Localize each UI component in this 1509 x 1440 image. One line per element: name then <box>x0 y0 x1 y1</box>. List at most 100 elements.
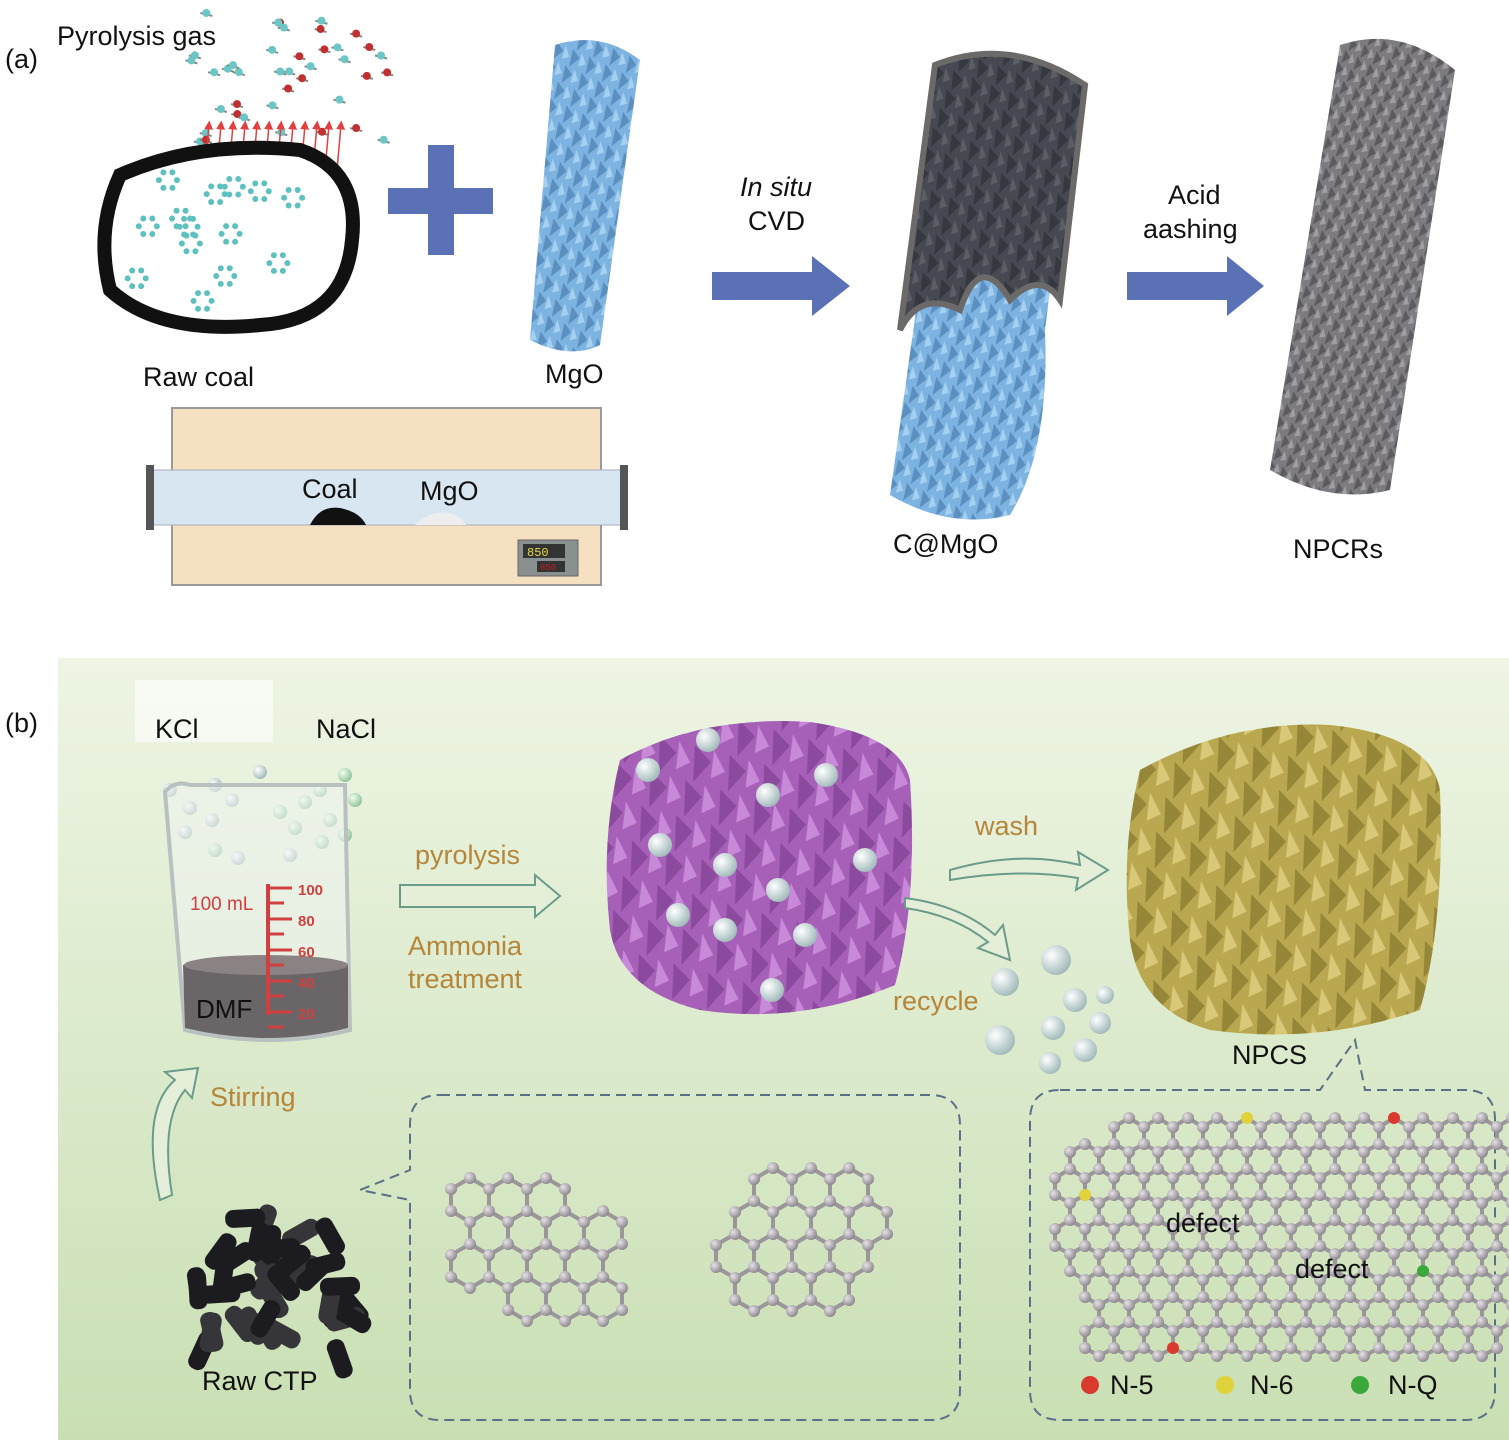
coal-atom <box>181 231 188 238</box>
legend-nq: N-Q <box>1388 1370 1438 1400</box>
atom <box>1093 1299 1105 1311</box>
atom <box>748 1261 760 1273</box>
atom <box>1447 1316 1459 1328</box>
furnace-mgo-label: MgO <box>420 476 479 506</box>
raw-coal-label: Raw coal <box>143 362 254 392</box>
atom <box>881 1206 893 1218</box>
coal-atom <box>217 265 224 272</box>
atom <box>1226 1291 1238 1303</box>
atom <box>1314 1172 1326 1184</box>
atom <box>1300 1146 1312 1158</box>
mgo-rod <box>530 40 640 352</box>
atom <box>1226 1172 1238 1184</box>
atom <box>559 1315 571 1327</box>
atom <box>1417 1163 1429 1175</box>
atom <box>1255 1325 1267 1337</box>
atom <box>1152 1265 1164 1277</box>
atom <box>1197 1240 1209 1252</box>
atom <box>1462 1172 1474 1184</box>
atom <box>805 1206 817 1218</box>
atom <box>1417 1248 1429 1260</box>
atom <box>1285 1172 1297 1184</box>
atom <box>1373 1274 1385 1286</box>
atom <box>445 1271 457 1283</box>
atom <box>1300 1299 1312 1311</box>
atom <box>1314 1291 1326 1303</box>
coal-atom <box>235 175 242 182</box>
atom <box>1476 1350 1488 1362</box>
coal-atom <box>169 215 176 222</box>
atom <box>464 1282 476 1294</box>
atom <box>1079 1138 1091 1150</box>
atom <box>1182 1197 1194 1209</box>
atom <box>521 1271 533 1283</box>
atom <box>1417 1214 1429 1226</box>
purple-carbon-cube <box>606 721 913 1015</box>
display-actual-value: 850 <box>540 563 556 573</box>
atom <box>710 1261 722 1273</box>
salt-template-sphere <box>666 903 690 927</box>
atom <box>710 1239 722 1251</box>
panel-a: (a) Pyrolysis gas Raw coal MgO Coal MgO <box>5 8 1455 586</box>
coal-atom <box>160 184 167 191</box>
coal-atom <box>192 248 199 255</box>
atom <box>1373 1223 1385 1235</box>
acid-ashing-arrow <box>1127 256 1264 316</box>
coal-atom <box>252 196 259 203</box>
atom <box>1108 1342 1120 1354</box>
atom <box>1506 1248 1509 1260</box>
coal-atom <box>239 183 246 190</box>
atom <box>1123 1299 1135 1311</box>
atom <box>502 1216 514 1228</box>
atom <box>1108 1325 1120 1337</box>
panel-b-label: (b) <box>5 708 38 738</box>
atom <box>1211 1248 1223 1260</box>
atom <box>1211 1316 1223 1328</box>
atom <box>843 1294 855 1306</box>
atom <box>1388 1163 1400 1175</box>
atom <box>597 1249 609 1261</box>
atom <box>1417 1299 1429 1311</box>
coal-atom <box>138 283 145 290</box>
atom <box>578 1304 590 1316</box>
atom <box>1476 1265 1488 1277</box>
atom <box>1462 1240 1474 1252</box>
salt-template-sphere <box>793 923 817 947</box>
atom <box>1403 1325 1415 1337</box>
atom <box>1167 1291 1179 1303</box>
atom <box>1167 1240 1179 1252</box>
atom <box>1167 1121 1179 1133</box>
atom <box>1462 1223 1474 1235</box>
atom <box>1241 1316 1253 1328</box>
atom <box>1462 1121 1474 1133</box>
atom <box>1403 1240 1415 1252</box>
atom <box>1241 1214 1253 1226</box>
atom <box>1079 1325 1091 1337</box>
atom <box>824 1305 836 1317</box>
atom <box>1182 1112 1194 1124</box>
atom <box>1388 1197 1400 1209</box>
recycled-sphere <box>1041 945 1071 975</box>
atom <box>786 1261 798 1273</box>
c-mgo-rod <box>890 50 1089 520</box>
coal-atom <box>190 231 197 238</box>
atom <box>1462 1274 1474 1286</box>
ctp-molecules <box>445 1162 893 1327</box>
legend-n5: N-5 <box>1110 1370 1154 1400</box>
gas-molecules <box>185 8 394 146</box>
atom <box>786 1305 798 1317</box>
coal-atom <box>232 223 239 230</box>
atom <box>1344 1291 1356 1303</box>
atom <box>578 1216 590 1228</box>
kcl-label: KCl <box>155 714 199 744</box>
atom <box>1255 1172 1267 1184</box>
atom <box>1417 1265 1429 1277</box>
atom <box>1182 1248 1194 1260</box>
coal-atom <box>208 198 215 205</box>
atom <box>1093 1265 1105 1277</box>
atom <box>1049 1240 1061 1252</box>
atom <box>1167 1274 1179 1286</box>
atom <box>1211 1146 1223 1158</box>
atom <box>1432 1223 1444 1235</box>
